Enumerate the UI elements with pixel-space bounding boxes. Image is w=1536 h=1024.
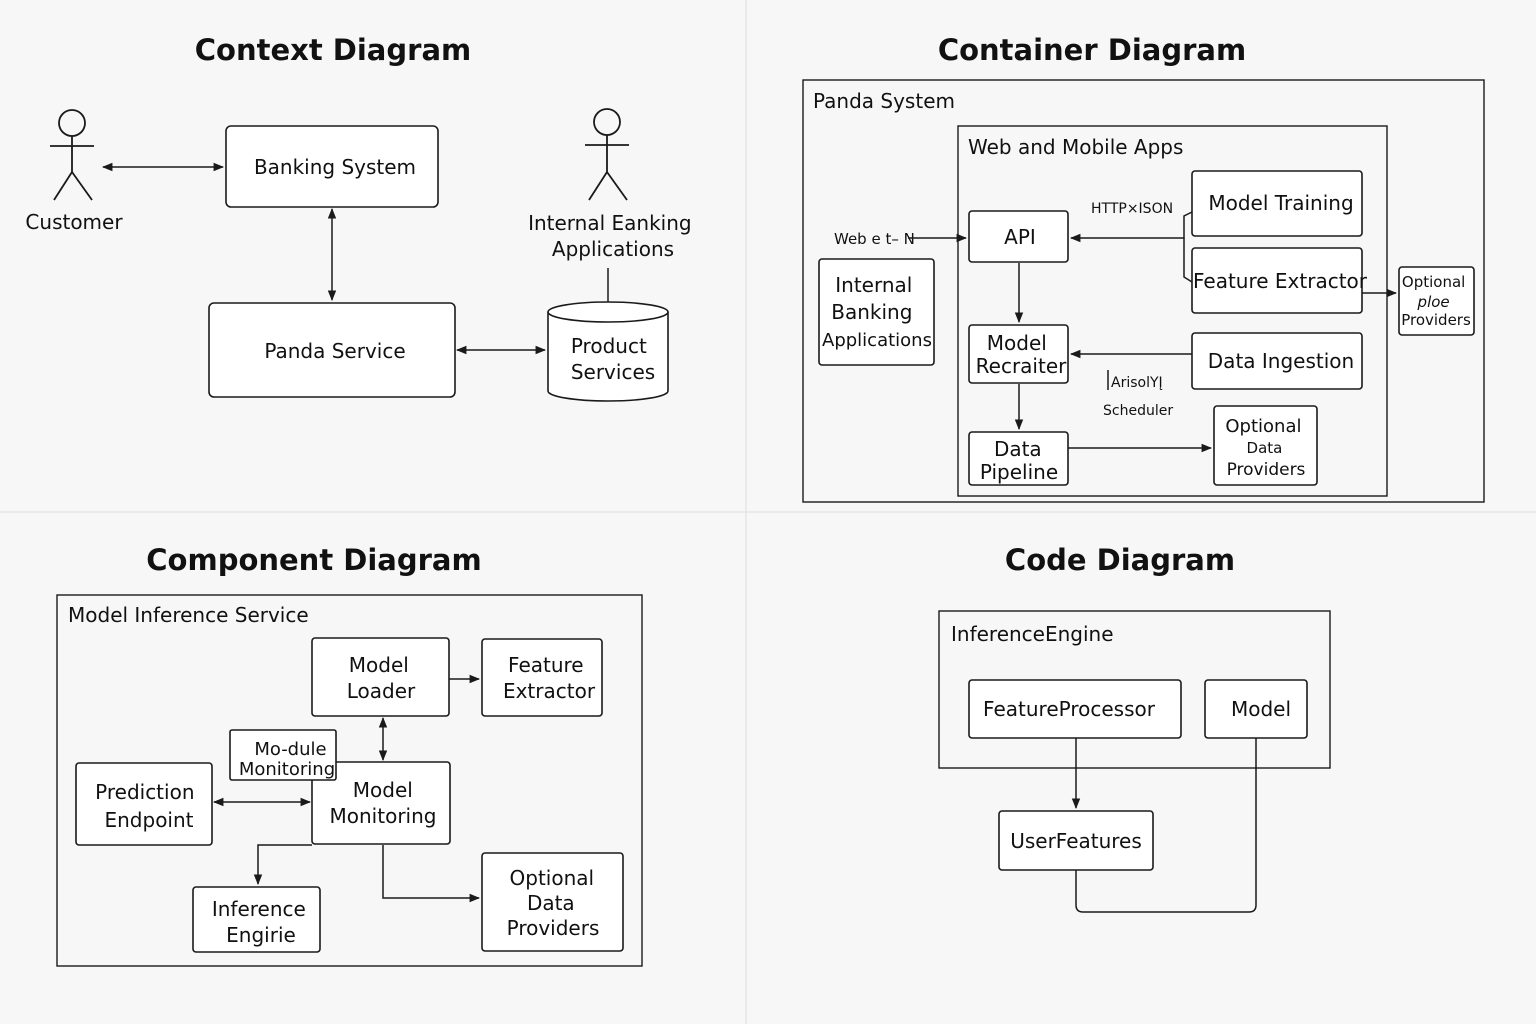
prediction-endpoint-box[interactable]: Prediction Endpoint	[75, 762, 213, 846]
component-title: Component Diagram	[146, 543, 481, 577]
panda-service-label: Panda Service	[264, 339, 405, 363]
optional-data-providers-component-box[interactable]: Optional Data Providers	[481, 852, 624, 952]
inference-engine-component-box[interactable]: Inference Engirie	[192, 886, 321, 953]
container-title: Container Diagram	[938, 33, 1246, 67]
optional-data-providers-box[interactable]: Optional Data Providers	[1213, 405, 1318, 486]
model-box[interactable]: Model	[1204, 679, 1308, 739]
model-training-box[interactable]: Model Training	[1191, 170, 1363, 237]
model-recraiter-box[interactable]: Model Recraiter	[968, 324, 1069, 384]
user-features-box[interactable]: UserFeatures	[998, 810, 1154, 871]
api-box[interactable]: API	[968, 210, 1069, 263]
web-mobile-label: Web and Mobile Apps	[968, 135, 1183, 159]
container-diagram: Container Diagram Panda System Web and M…	[802, 33, 1485, 503]
feature-processor-box[interactable]: FeatureProcessor	[968, 679, 1182, 739]
optional-data-providers-label: Optional Data Providers	[1225, 416, 1306, 480]
model-loader-box[interactable]: Model Loader	[311, 637, 450, 717]
monitoring-to-engine-arrow	[253, 844, 312, 886]
web-mobile-boundary	[957, 125, 1388, 497]
model-userfeatures-line	[1075, 738, 1257, 913]
data-pipeline-box[interactable]: Data Pipeline	[968, 431, 1069, 486]
banking-system-box[interactable]: Banking System	[225, 125, 439, 208]
internal-banking-apps-label: Internal Banking Applications	[822, 273, 932, 351]
inference-engine-component-label: Inference Engirie	[212, 897, 312, 947]
internal-banking-apps-box[interactable]: Internal Banking Applications	[818, 258, 935, 366]
internal-apps-person-icon	[585, 108, 629, 201]
model-label: Model	[1231, 697, 1291, 721]
internal-apps-label: Internal Eanking Applications	[528, 211, 698, 261]
scheduler-label: Scheduler	[1103, 403, 1173, 419]
model-recraiter-label: Model Recraiter	[976, 331, 1067, 378]
customer-person-icon	[50, 109, 94, 201]
product-services-label: Product Services	[571, 334, 655, 384]
model-monitoring-label: Model Monitoring	[330, 778, 437, 828]
web-label: Web e t– N	[834, 230, 915, 248]
component-diagram: Component Diagram Model Inference Servic…	[56, 543, 643, 967]
monitoring-to-optional-arrow	[382, 845, 481, 903]
model-inference-service-label: Model Inference Service	[68, 603, 309, 627]
data-ingestion-box[interactable]: Data Ingestion	[1191, 332, 1363, 390]
product-services-database[interactable]: Product Services	[547, 301, 669, 402]
training-to-api-arrow	[1069, 211, 1193, 243]
model-loader-label: Model Loader	[347, 653, 416, 703]
model-training-label: Model Training	[1208, 191, 1353, 215]
banking-system-label: Banking System	[254, 155, 416, 179]
module-monitoring-box[interactable]: Mo-dule Monitoring	[229, 729, 337, 781]
user-features-label: UserFeatures	[1010, 829, 1142, 853]
customer-label: Customer	[25, 210, 123, 234]
model-monitoring-box[interactable]: Model Monitoring	[311, 761, 451, 845]
optional-ploe-providers-label: Optional ploe Providers	[1401, 273, 1471, 329]
optional-ploe-providers-box[interactable]: Optional ploe Providers	[1398, 266, 1475, 336]
feature-extractor-label: Feature Extractor	[1193, 269, 1368, 293]
model-inference-service-boundary	[56, 594, 643, 967]
panda-system-label: Panda System	[813, 89, 955, 113]
prediction-endpoint-label: Prediction Endpoint	[95, 780, 201, 832]
data-ingestion-label: Data Ingestion	[1208, 349, 1354, 373]
data-pipeline-label: Data Pipeline	[980, 437, 1058, 484]
inference-engine-boundary	[938, 610, 1331, 769]
http-json-label: HTTP×ISON	[1091, 201, 1173, 217]
module-monitoring-label: Mo-dule Monitoring	[239, 739, 335, 780]
api-label: API	[1004, 225, 1036, 249]
panda-system-boundary	[802, 79, 1485, 503]
feature-extractor-component-label: Feature Extractor	[503, 653, 596, 703]
code-title: Code Diagram	[1005, 543, 1235, 577]
feature-extractor-component-box[interactable]: Feature Extractor	[481, 638, 603, 717]
context-title: Context Diagram	[195, 33, 471, 67]
extractor-bracket-line	[1183, 238, 1193, 283]
feature-extractor-box[interactable]: Feature Extractor	[1191, 247, 1368, 314]
panda-service-box[interactable]: Panda Service	[208, 302, 456, 398]
code-diagram: Code Diagram InferenceEngine FeatureProc…	[938, 543, 1331, 913]
optional-data-providers-component-label: Optional Data Providers	[507, 866, 601, 940]
inference-engine-label: InferenceEngine	[951, 622, 1114, 646]
context-diagram: Context Diagram Customer Internal Eankin…	[25, 33, 698, 402]
arisolyl-label: ArisolYĮ	[1111, 375, 1163, 391]
feature-processor-label: FeatureProcessor	[983, 697, 1156, 721]
